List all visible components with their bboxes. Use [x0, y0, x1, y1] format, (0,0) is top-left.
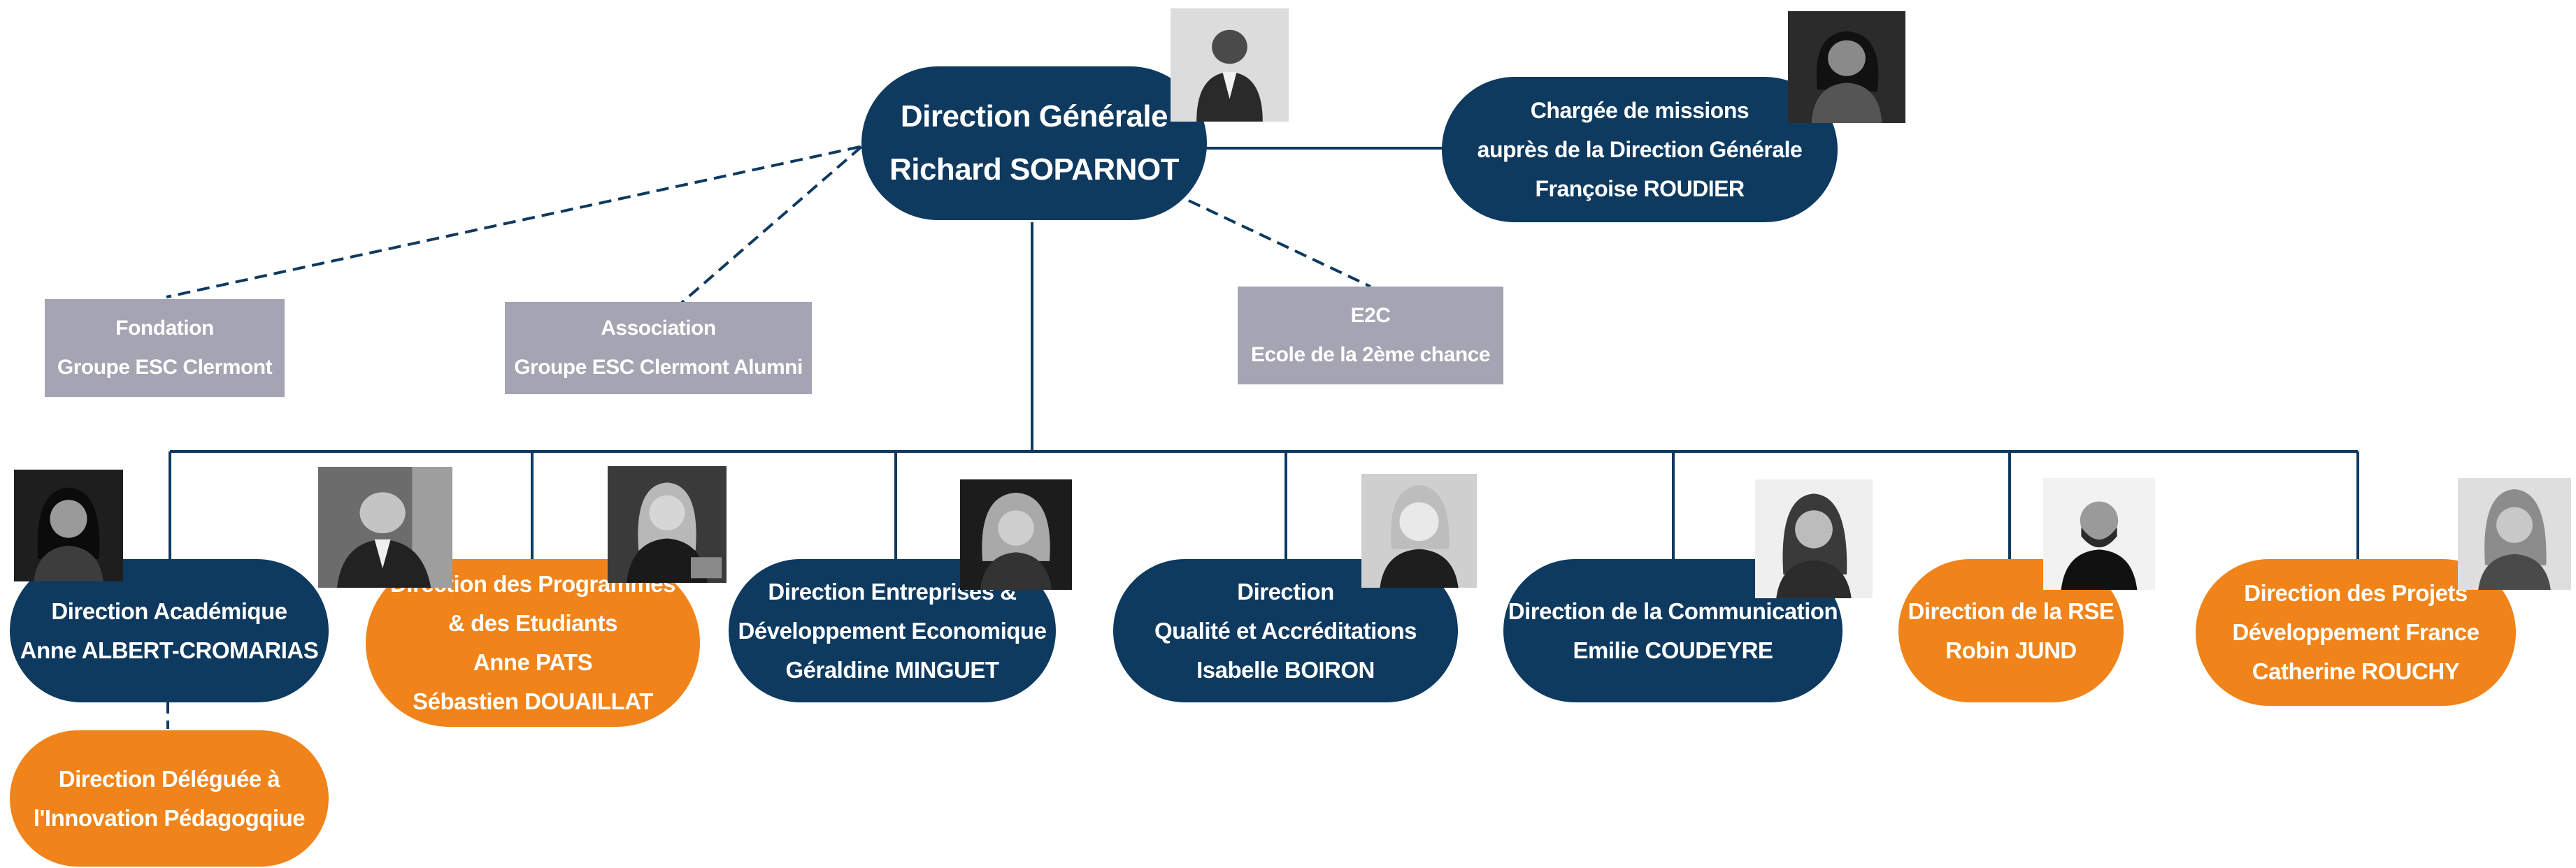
- node-fondation: Fondation Groupe ESC Clermont: [45, 299, 285, 397]
- projets-line-2: Développement France: [2232, 619, 2480, 645]
- node-e2c: E2C Ecole de la 2ème chance: [1238, 287, 1503, 384]
- academique-portrait-photo: [14, 470, 123, 581]
- chargee-portrait-photo: [1788, 11, 1905, 123]
- connector-dashed-fondation: [166, 145, 861, 298]
- innovation-line-1: Direction Déléguée à: [58, 765, 280, 792]
- node-chargee-missions: Chargée de missions auprès de la Directi…: [1442, 77, 1838, 222]
- communication-portrait-photo: [1755, 479, 1873, 598]
- projets-line-3: Catherine ROUCHY: [2252, 658, 2460, 684]
- node-direction-deleguee-innovation: Direction Déléguée à l'Innovation Pédago…: [10, 730, 329, 867]
- chargee-line-3: Françoise ROUDIER: [1535, 176, 1745, 201]
- association-line-1: Association: [601, 317, 716, 340]
- projets-line-1: Direction des Projets: [2244, 580, 2468, 606]
- node-direction-academique: Direction Académique Anne ALBERT-CROMARI…: [10, 559, 329, 702]
- communication-line-2: Emilie COUDEYRE: [1573, 637, 1773, 663]
- connector-dashed-e2c: [1188, 199, 1371, 288]
- programmes-line-4: Sébastien DOUAILLAT: [413, 688, 653, 714]
- dg-name: Richard SOPARNOT: [889, 152, 1180, 187]
- programmes-portrait-photo-2: [608, 466, 727, 583]
- dg-title: Direction Générale: [900, 99, 1168, 133]
- entreprises-portrait-photo: [960, 479, 1072, 590]
- qualite-line-3: Isabelle BOIRON: [1196, 656, 1375, 683]
- fondation-line-1: Fondation: [115, 317, 214, 340]
- dg-portrait-photo: [1171, 8, 1289, 122]
- innovation-line-2: l'Innovation Pédagogqiue: [33, 804, 306, 831]
- rse-line-1: Direction de la RSE: [1908, 598, 2115, 624]
- e2c-line-1: E2C: [1350, 304, 1391, 327]
- node-direction-generale: Direction Générale Richard SOPARNOT: [861, 66, 1207, 220]
- qualite-line-2: Qualité et Accréditations: [1154, 617, 1417, 644]
- projets-portrait-photo: [2458, 478, 2571, 590]
- entreprises-line-3: Géraldine MINGUET: [785, 656, 999, 683]
- chargee-line-1: Chargée de missions: [1530, 98, 1749, 123]
- communication-line-1: Direction de la Communication: [1508, 598, 1838, 624]
- rse-line-2: Robin JUND: [1945, 637, 2077, 663]
- node-association: Association Groupe ESC Clermont Alumni: [505, 302, 812, 394]
- programmes-portrait-photo-1: [318, 467, 452, 588]
- node-direction-projets: Direction des Projets Développement Fran…: [2196, 559, 2516, 706]
- programmes-line-3: Anne PATS: [473, 649, 593, 675]
- qualite-line-1: Direction: [1237, 578, 1334, 605]
- connector-dashed-association: [680, 145, 863, 304]
- fondation-line-2: Groupe ESC Clermont: [57, 356, 273, 379]
- programmes-line-2: & des Etudiants: [448, 610, 617, 636]
- academique-line-1: Direction Académique: [51, 598, 287, 624]
- entreprises-line-2: Développement Economique: [738, 617, 1047, 644]
- rse-portrait-photo: [2043, 478, 2155, 590]
- e2c-line-2: Ecole de la 2ème chance: [1250, 343, 1491, 366]
- association-line-2: Groupe ESC Clermont Alumni: [514, 356, 803, 379]
- chargee-line-2: auprès de la Direction Générale: [1477, 137, 1803, 162]
- academique-line-2: Anne ALBERT-CROMARIAS: [20, 637, 319, 663]
- qualite-portrait-photo: [1361, 474, 1477, 588]
